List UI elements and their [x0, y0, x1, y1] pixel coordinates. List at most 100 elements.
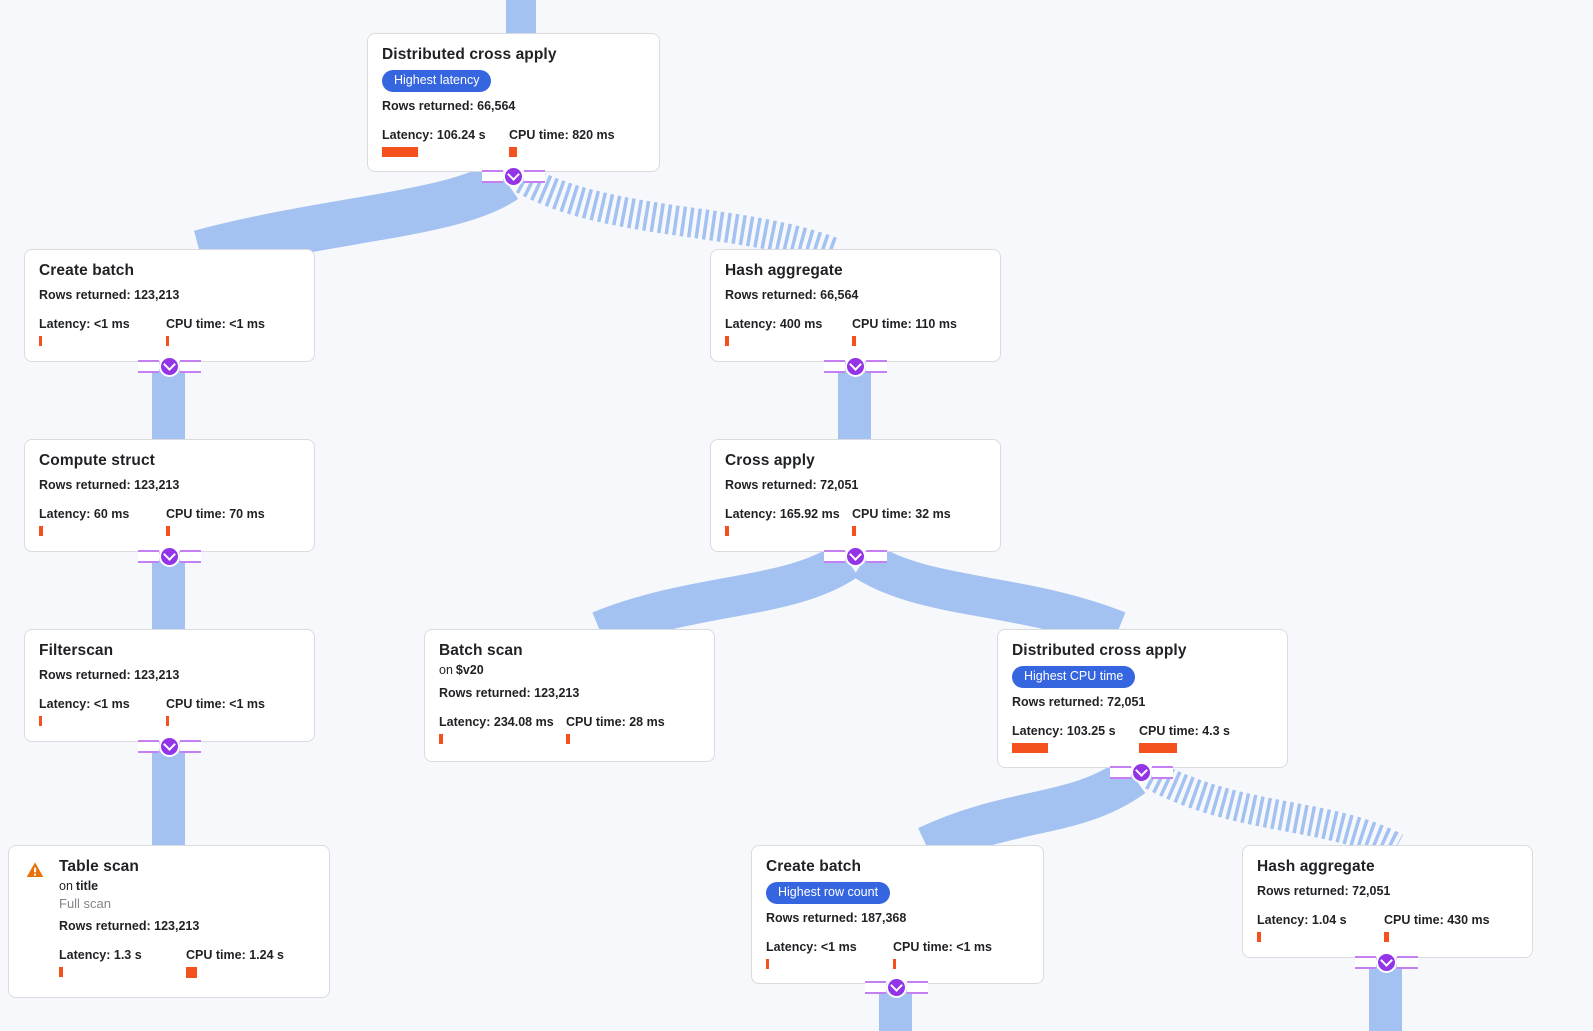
expander-lines-left	[864, 981, 886, 994]
highest-latency-badge: Highest latency	[382, 70, 492, 92]
node-title: Distributed cross apply	[382, 46, 557, 63]
cpu-time-label: CPU time: 4.3 s	[1139, 724, 1231, 738]
metrics-row: Latency: 400 ms CPU time: 110 ms	[725, 317, 986, 346]
cpu-time-label: CPU time: <1 ms	[166, 317, 265, 331]
node-title: Cross apply	[725, 452, 815, 469]
chevron-down-icon	[844, 546, 866, 567]
expander-lines-left	[481, 170, 503, 183]
cpu-time-bar	[852, 336, 856, 346]
metrics-row: Latency: 234.08 ms CPU time: 28 ms	[439, 715, 700, 744]
expand-toggle-cross-apply[interactable]	[823, 546, 887, 567]
node-title: Create batch	[39, 262, 135, 279]
chevron-down-icon	[885, 977, 907, 998]
chevron-down-icon	[158, 546, 180, 567]
expander-lines-left	[823, 550, 845, 563]
expander-lines-left	[137, 550, 159, 563]
plan-node-create-batch-1[interactable]: Create batch Rows returned: 123,213 Late…	[24, 249, 315, 362]
latency-label: Latency: 106.24 s	[382, 128, 486, 142]
latency-bar	[766, 959, 769, 969]
expand-toggle-hash-aggregate-2[interactable]	[1354, 952, 1418, 973]
latency-label: Latency: <1 ms	[766, 940, 857, 954]
chevron-down-icon	[1375, 952, 1397, 973]
latency-label: Latency: <1 ms	[39, 317, 130, 331]
latency-bar	[382, 147, 418, 157]
latency-bar	[1012, 743, 1048, 753]
rows-returned: Rows returned: 72,051	[1012, 695, 1146, 709]
latency-bar	[1257, 932, 1261, 942]
edge-root-in	[506, 0, 536, 34]
chevron-down-icon	[1130, 762, 1152, 783]
metrics-row: Latency: 106.24 s CPU time: 820 ms	[382, 128, 645, 157]
expand-toggle-dca1[interactable]	[481, 166, 545, 187]
plan-node-distributed-cross-apply-1[interactable]: Distributed cross apply Highest latency …	[367, 33, 660, 172]
node-title: Table scan	[59, 858, 139, 875]
node-title: Distributed cross apply	[1012, 642, 1187, 659]
plan-node-compute-struct[interactable]: Compute struct Rows returned: 123,213 La…	[24, 439, 315, 552]
expander-lines-left	[1109, 766, 1131, 779]
rows-returned: Rows returned: 123,213	[439, 686, 580, 700]
expand-toggle-dca2[interactable]	[1109, 762, 1173, 783]
edge-dca2-to-create-batch2	[918, 758, 1146, 867]
chevron-down-icon	[158, 736, 180, 757]
plan-node-hash-aggregate-2[interactable]: Hash aggregate Rows returned: 72,051 Lat…	[1242, 845, 1533, 958]
cpu-time-bar	[186, 967, 197, 978]
chevron-down-icon	[844, 356, 866, 377]
cpu-time-label: CPU time: 32 ms	[852, 507, 951, 521]
cpu-time-label: CPU time: 1.24 s	[186, 948, 284, 962]
rows-returned: Rows returned: 123,213	[39, 478, 180, 492]
latency-bar	[39, 716, 42, 726]
rows-returned: Rows returned: 123,213	[39, 668, 180, 682]
node-title: Filterscan	[39, 642, 114, 659]
highest-row-count-badge: Highest row count	[766, 882, 891, 904]
chevron-down-icon	[502, 166, 524, 187]
expander-lines-right	[523, 170, 545, 183]
on-prefix: on	[439, 663, 453, 677]
node-title: Hash aggregate	[725, 262, 843, 279]
plan-node-filterscan[interactable]: Filterscan Rows returned: 123,213 Latenc…	[24, 629, 315, 742]
plan-node-batch-scan[interactable]: Batch scan on$v20 Rows returned: 123,213…	[424, 629, 715, 762]
cpu-time-label: CPU time: 70 ms	[166, 507, 265, 521]
cpu-time-bar	[166, 716, 169, 726]
expander-lines-right	[1151, 766, 1173, 779]
plan-node-hash-aggregate-1[interactable]: Hash aggregate Rows returned: 66,564 Lat…	[710, 249, 1001, 362]
cpu-time-bar	[893, 959, 896, 969]
expand-toggle-create-batch-2[interactable]	[864, 977, 928, 998]
edge-filterscan-to-table-scan	[152, 742, 185, 846]
scan-target: on$v20	[439, 663, 700, 678]
metrics-row: Latency: 165.92 ms CPU time: 32 ms	[725, 507, 986, 536]
warning-icon	[26, 862, 44, 877]
expander-lines-right	[865, 360, 887, 373]
latency-label: Latency: 103.25 s	[1012, 724, 1116, 738]
plan-node-distributed-cross-apply-2[interactable]: Distributed cross apply Highest CPU time…	[997, 629, 1288, 768]
cpu-time-label: CPU time: 820 ms	[509, 128, 615, 142]
expander-lines-left	[823, 360, 845, 373]
expand-toggle-compute-struct[interactable]	[137, 546, 201, 567]
metrics-row: Latency: 60 ms CPU time: 70 ms	[39, 507, 300, 536]
edge-dca1-to-create-batch	[194, 160, 519, 276]
on-prefix: on	[59, 879, 73, 893]
plan-node-create-batch-2[interactable]: Create batch Highest row count Rows retu…	[751, 845, 1044, 984]
cpu-time-label: CPU time: <1 ms	[166, 697, 265, 711]
edge-cross-apply-to-dca2	[853, 542, 1126, 650]
expander-lines-right	[906, 981, 928, 994]
plan-node-cross-apply[interactable]: Cross apply Rows returned: 72,051 Latenc…	[710, 439, 1001, 552]
latency-label: Latency: 165.92 ms	[725, 507, 840, 521]
latency-label: Latency: 1.3 s	[59, 948, 142, 962]
node-title: Create batch	[766, 858, 862, 875]
expander-lines-right	[179, 740, 201, 753]
cpu-time-label: CPU time: 430 ms	[1384, 913, 1490, 927]
expand-toggle-filterscan[interactable]	[137, 736, 201, 757]
latency-bar	[39, 336, 42, 346]
metrics-row: Latency: <1 ms CPU time: <1 ms	[766, 940, 1029, 969]
expand-toggle-hash-aggregate-1[interactable]	[823, 356, 887, 377]
expander-lines-right	[865, 550, 887, 563]
rows-returned: Rows returned: 66,564	[382, 99, 516, 113]
on-target: $v20	[455, 663, 484, 677]
expander-lines-left	[137, 740, 159, 753]
cpu-time-bar	[566, 734, 570, 744]
cpu-time-bar	[509, 147, 517, 157]
expand-toggle-create-batch-1[interactable]	[137, 356, 201, 377]
